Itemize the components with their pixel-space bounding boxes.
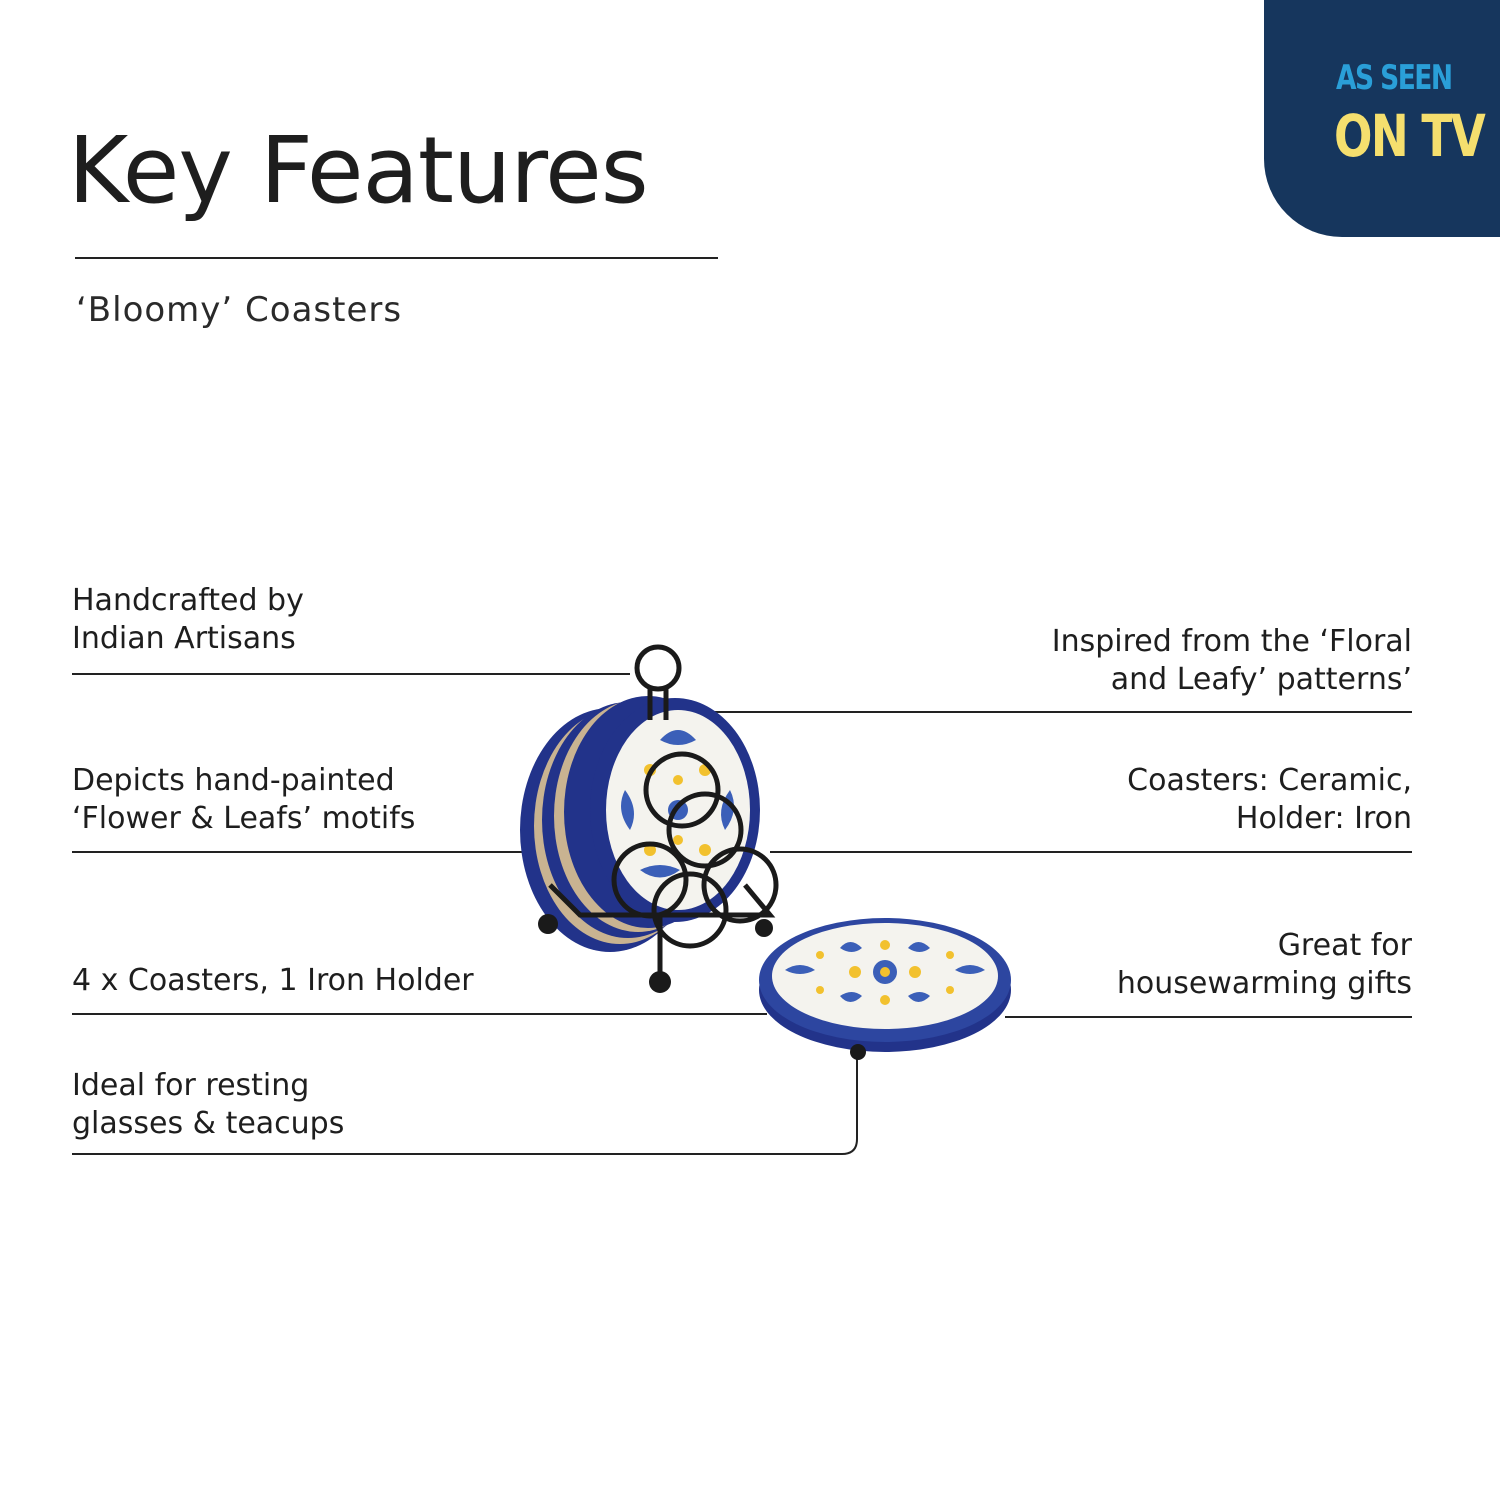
feature-text: Handcrafted by bbox=[72, 583, 304, 618]
badge-line-2: ON TV bbox=[1334, 102, 1486, 170]
feature-text: Holder: Iron bbox=[1235, 801, 1412, 836]
feature-text: Inspired from the ‘Floral bbox=[1051, 624, 1412, 659]
feature-handcrafted: Handcrafted by Indian Artisans bbox=[72, 582, 304, 658]
feature-text: and Leafy’ patterns’ bbox=[1110, 662, 1412, 697]
feature-leader-line bbox=[72, 1013, 767, 1015]
feature-contents: 4 x Coasters, 1 Iron Holder bbox=[72, 962, 474, 1000]
page-title: Key Features bbox=[68, 117, 649, 224]
feature-text: 4 x Coasters, 1 Iron Holder bbox=[72, 963, 474, 998]
feature-gift: Great for housewarming gifts bbox=[1117, 927, 1412, 1003]
feature-leader-line bbox=[1005, 1016, 1412, 1018]
feature-text: Ideal for resting bbox=[72, 1068, 310, 1103]
product-subtitle: ‘Bloomy’ Coasters bbox=[76, 290, 403, 330]
feature-inspired: Inspired from the ‘Floral and Leafy’ pat… bbox=[1052, 623, 1412, 699]
feature-leader-line bbox=[770, 851, 1412, 853]
feature-text: Indian Artisans bbox=[72, 621, 296, 656]
feature-material: Coasters: Ceramic, Holder: Iron bbox=[1127, 762, 1412, 838]
feature-text: Great for bbox=[1277, 928, 1412, 963]
feature-text: ‘Flower & Leafs’ motifs bbox=[72, 801, 416, 836]
coaster-set-illustration bbox=[520, 644, 1011, 1060]
title-divider bbox=[75, 257, 718, 259]
feature-ideal-use: Ideal for resting glasses & teacups bbox=[72, 1067, 344, 1143]
badge-line-1: AS SEEN bbox=[1336, 58, 1453, 98]
feature-leader-line bbox=[72, 673, 630, 675]
feature-hand-painted: Depicts hand-painted ‘Flower & Leafs’ mo… bbox=[72, 762, 415, 838]
feature-text: Depicts hand-painted bbox=[72, 763, 395, 798]
feature-text: housewarming gifts bbox=[1116, 966, 1412, 1001]
feature-text: Coasters: Ceramic, bbox=[1127, 763, 1412, 798]
feature-text: glasses & teacups bbox=[72, 1106, 345, 1141]
feature-leader-line bbox=[72, 851, 524, 853]
feature-leader-line bbox=[700, 711, 1412, 713]
as-seen-on-tv-badge: AS SEEN ON TV bbox=[1264, 0, 1500, 237]
